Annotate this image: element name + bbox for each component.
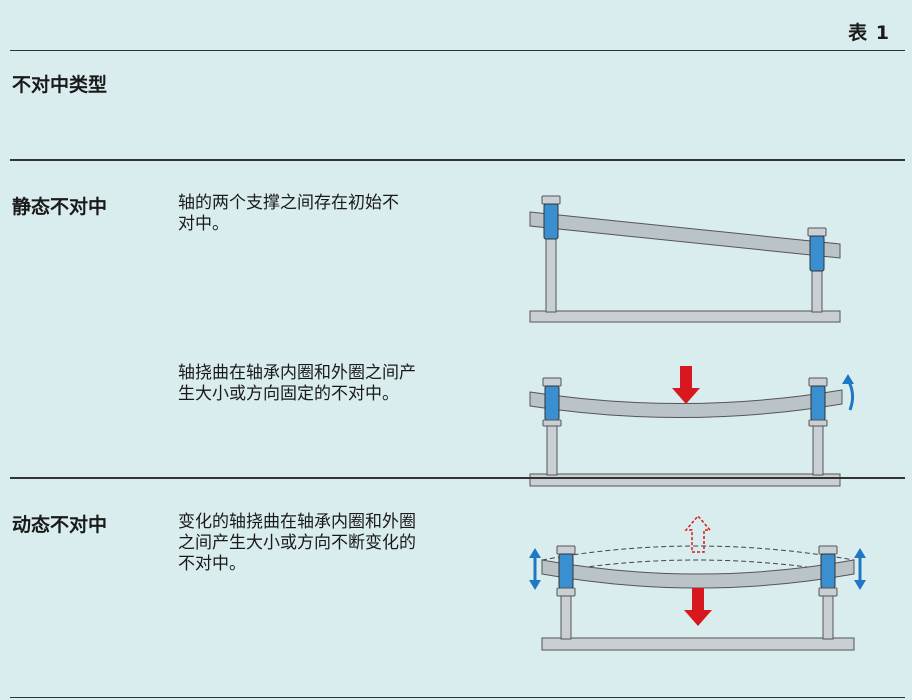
description-line: 轴挠曲在轴承内圈和外圈之间产 [178, 363, 416, 383]
bearing [558, 553, 574, 589]
section-rule [10, 477, 905, 479]
description-line: 轴的两个支撑之间存在初始不 [178, 193, 399, 213]
category-static: 静态不对中 [12, 196, 108, 218]
table-label: 表 1 [848, 22, 890, 44]
dynamic-deflection-diagram [529, 514, 866, 651]
force-arrow-down [672, 366, 700, 404]
force-arrow-up-dashed [684, 514, 712, 553]
ground-plate [529, 310, 841, 323]
bearing [810, 385, 826, 421]
bearing-cap [807, 227, 827, 237]
description-static-deflection: 轴挠曲在轴承内圈和外圈之间产 生大小或方向固定的不对中。 [178, 363, 416, 405]
description-dynamic-deflection: 变化的轴挠曲在轴承内圈和外圈 之间产生大小或方向不断变化的 不对中。 [178, 512, 416, 575]
header-rule [10, 159, 905, 161]
description-line: 之间产生大小或方向不断变化的 [178, 533, 416, 553]
bearing-cap [808, 419, 828, 427]
vertical-motion-arrow-icon [529, 548, 541, 590]
support-post [822, 595, 834, 640]
support-post [560, 595, 572, 640]
column-header: 不对中类型 [12, 74, 108, 96]
bearing-cap [541, 195, 561, 205]
bearing-cap [542, 377, 562, 387]
bearing-cap [556, 587, 576, 597]
shaft-deflected-up-outline [541, 545, 855, 561]
description-initial-misalignment: 轴的两个支撑之间存在初始不 对中。 [178, 193, 399, 235]
support-post [812, 423, 824, 476]
bearing [544, 385, 560, 421]
support-post [546, 423, 558, 476]
support-post [545, 229, 557, 313]
force-arrow-down [684, 588, 712, 626]
shaft [529, 211, 841, 259]
category-dynamic: 动态不对中 [12, 514, 108, 536]
ground-plate [541, 637, 855, 651]
bearing [820, 553, 836, 589]
bearing-cap [808, 377, 828, 387]
ground-plate [529, 473, 841, 487]
shaft [541, 559, 855, 589]
rotation-arrow-head [842, 374, 854, 384]
bearing-cap [818, 545, 838, 555]
bearing-cap [542, 419, 562, 427]
initial-misalignment-diagram [529, 195, 841, 323]
top-rule [10, 50, 905, 51]
bottom-rule [10, 697, 905, 698]
bearing [809, 235, 825, 272]
vertical-motion-arrow-icon [854, 548, 866, 590]
rotation-arrow-icon [846, 379, 855, 411]
description-line: 对中。 [178, 214, 229, 234]
description-line: 不对中。 [178, 554, 246, 574]
description-line: 变化的轴挠曲在轴承内圈和外圈 [178, 512, 416, 532]
description-line: 生大小或方向固定的不对中。 [178, 384, 399, 404]
bearing-cap [556, 545, 576, 555]
bearing-cap [818, 587, 838, 597]
bearing [543, 203, 559, 240]
static-deflection-diagram [529, 366, 855, 487]
